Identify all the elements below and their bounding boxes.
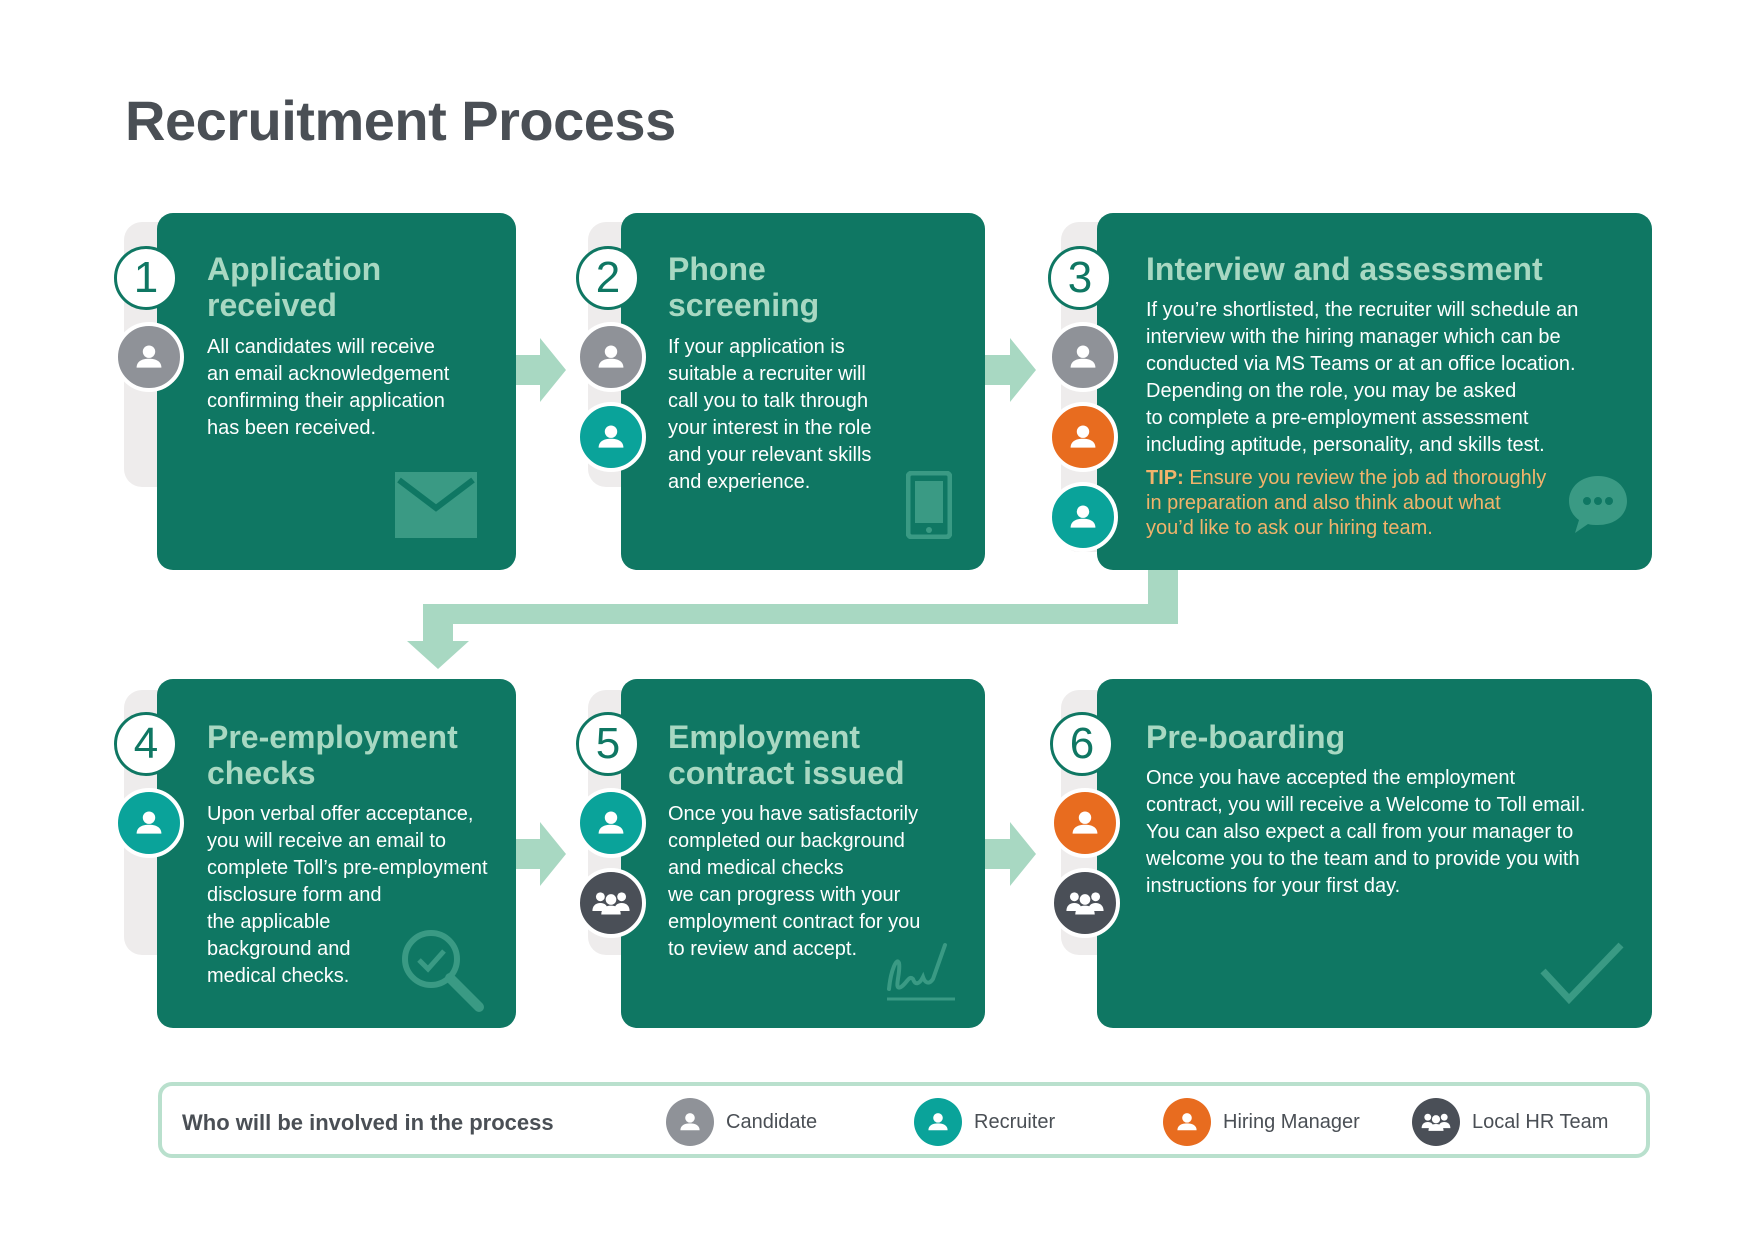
arrow-2-to-3 — [985, 338, 1036, 402]
step-1-candidate-icon — [114, 322, 184, 392]
step-3-recruiter-icon — [1048, 482, 1118, 552]
step-6-title: Pre-boarding — [1146, 719, 1345, 755]
step-4-title-line2: checks — [207, 755, 316, 791]
step-6-number: 6 — [1050, 712, 1114, 776]
step-2-number: 2 — [576, 246, 640, 310]
arrow-1-to-2 — [516, 338, 566, 402]
step-3-title: Interview and assessment — [1146, 251, 1543, 287]
step-4-title-line1: Pre-employment — [207, 719, 458, 755]
legend-label-local-hr-team: Local HR Team — [1472, 1111, 1609, 1133]
hiring-manager-icon — [1163, 1098, 1211, 1146]
step-2-title: Phone screening — [668, 251, 819, 323]
step-4-number: 4 — [114, 712, 178, 776]
step-6-card: Pre-boarding Once you have accepted the … — [1097, 679, 1652, 1028]
step-1-title-line2: received — [207, 287, 337, 323]
arrow-3-to-4 — [407, 568, 1178, 669]
step-3-title-line1: Interview and assessment — [1146, 251, 1543, 287]
legend-label-candidate: Candidate — [726, 1111, 818, 1133]
step-3-candidate-icon — [1048, 322, 1118, 392]
step-4-recruiter-icon — [114, 788, 184, 858]
step-6-hiring-manager-icon — [1050, 788, 1120, 858]
step-3-number: 3 — [1048, 246, 1112, 310]
step-5-local-hr-team-icon — [576, 868, 646, 938]
step-2-candidate-icon — [576, 322, 646, 392]
step-5-recruiter-icon — [576, 788, 646, 858]
magnifier-check-icon — [402, 930, 484, 1012]
recruiter-icon — [914, 1098, 962, 1146]
step-1-body: All candidates will receive an email ack… — [207, 336, 450, 439]
step-3-tip-text: Ensure you review the job ad thoroughly … — [1146, 467, 1547, 539]
step-3-tip: TIP: Ensure you review the job ad thorou… — [1146, 466, 1586, 541]
step-5-body: Once you have satisfactorily completed o… — [668, 803, 921, 960]
envelope-icon — [395, 472, 477, 538]
step-5-title: Employment contract issued — [668, 719, 905, 791]
arrow-5-to-6 — [985, 822, 1036, 886]
step-3-card: Interview and assessment If you’re short… — [1097, 213, 1652, 570]
speech-bubble-icon — [1569, 476, 1627, 533]
step-2-title-line2: screening — [668, 287, 820, 323]
checkmark-icon — [1540, 942, 1624, 1005]
step-2-title-line1: Phone — [668, 251, 766, 287]
page-title: Recruitment Process — [125, 89, 676, 152]
arrow-4-to-5 — [516, 822, 566, 886]
step-5-title-line1: Employment — [668, 719, 861, 755]
step-1-title-line1: Application — [207, 251, 382, 287]
step-4-body: Upon verbal offer acceptance, you will r… — [207, 803, 488, 987]
step-6-title-line1: Pre-boarding — [1146, 719, 1346, 755]
step-3-tip-label: TIP: — [1146, 467, 1184, 489]
step-6-local-hr-team-icon — [1050, 868, 1120, 938]
legend-label-hiring-manager: Hiring Manager — [1223, 1111, 1360, 1133]
step-6-body: Once you have accepted the employment co… — [1146, 767, 1586, 897]
legend-title: Who will be involved in the process — [182, 1110, 554, 1135]
step-3-hiring-manager-icon — [1048, 402, 1118, 472]
step-5-title-line2: contract issued — [668, 755, 905, 791]
step-2-card: Phone screening If your application is s… — [621, 213, 985, 570]
local-hr-team-icon — [1412, 1098, 1460, 1146]
step-5-card: Employment contract issued Once you have… — [621, 679, 985, 1028]
legend: Who will be involved in the process Cand… — [158, 1082, 1650, 1158]
step-2-recruiter-icon — [576, 402, 646, 472]
legend-label-recruiter: Recruiter — [974, 1111, 1056, 1133]
step-2-body: If your application is suitable a recrui… — [668, 336, 872, 493]
step-4-title: Pre-employment checks — [207, 719, 458, 791]
phone-icon — [906, 471, 952, 539]
signature-icon — [887, 943, 955, 1001]
step-3-body: If you’re shortlisted, the recruiter wil… — [1146, 299, 1579, 456]
step-1-number: 1 — [114, 246, 178, 310]
step-1-title: Application received — [207, 251, 381, 323]
step-4-card: Pre-employment checks Upon verbal offer … — [157, 679, 516, 1028]
candidate-icon — [666, 1098, 714, 1146]
step-1-card: Application received All candidates will… — [157, 213, 516, 570]
step-5-number: 5 — [576, 712, 640, 776]
